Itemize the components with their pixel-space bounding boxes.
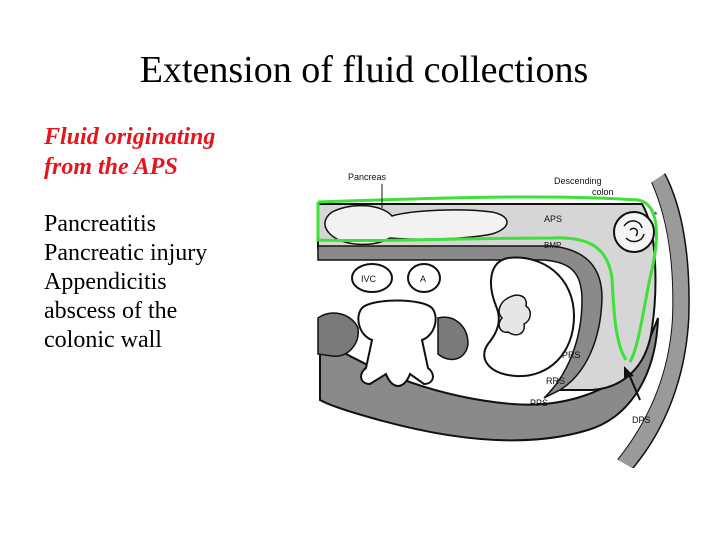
label-bmp: BMP: [544, 241, 561, 250]
ivc-shape: [351, 263, 393, 293]
cause-list: Pancreatitis Pancreatic injury Appendici…: [44, 210, 309, 355]
label-descending-colon-2: colon: [592, 187, 614, 197]
label-dps: DPS: [632, 415, 651, 425]
body-wall-fill: [618, 174, 689, 468]
psoas-left: [317, 312, 359, 357]
list-item: Pancreatic injury: [44, 240, 208, 266]
label-descending-colon-1: Descending: [554, 176, 602, 186]
retroperitoneal-diagram: Pancreas Descending colon APS BMP IVC A …: [316, 172, 690, 468]
aps-highlight: [316, 195, 658, 363]
label-prs: PRS: [562, 350, 581, 360]
pancreas-shape: [324, 204, 508, 246]
dps-arrowhead: [624, 366, 634, 378]
subtitle-line: Fluid originating: [44, 124, 216, 150]
list-item: colonic wall: [44, 327, 162, 353]
label-pancreas: Pancreas: [348, 172, 387, 182]
label-rrs: RRS: [546, 376, 565, 386]
colon-haustra: [623, 220, 645, 243]
list-item: Pancreatitis: [44, 211, 156, 237]
label-aps: APS: [544, 214, 562, 224]
descending-colon-shape: [613, 211, 655, 253]
psoas-right: [437, 316, 469, 361]
subtitle-line: from the APS: [44, 154, 178, 180]
posterior-pararenal-space: [319, 317, 659, 442]
label-a: A: [420, 274, 426, 284]
slide-subtitle: Fluid originating from the APS: [44, 122, 294, 182]
list-item: abscess of the: [44, 298, 178, 324]
renal-sinus: [498, 294, 531, 336]
vertebra-shape: [357, 299, 437, 387]
asterisk-mark: *: [654, 210, 658, 220]
list-item: Appendicitis: [44, 269, 167, 295]
aorta-shape: [407, 263, 441, 293]
label-ivc: IVC: [361, 274, 377, 284]
bmp-band: [317, 245, 603, 399]
slide-title: Extension of fluid collections: [139, 49, 589, 91]
label-pps: PPS: [530, 398, 548, 408]
